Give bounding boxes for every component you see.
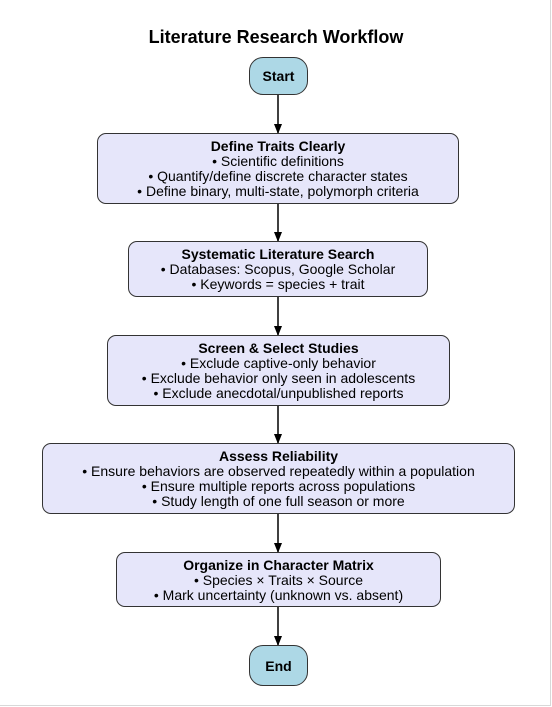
step-title: Assess Reliability (218, 448, 339, 464)
step-character-matrix: Organize in Character Matrix Species × T… (116, 552, 441, 607)
step-bullet: Study length of one full season or more (152, 494, 405, 509)
diagram-title: Literature Research Workflow (148, 27, 404, 47)
step-bullet: Species × Traits × Source (194, 572, 363, 588)
step-title: Organize in Character Matrix (183, 556, 374, 573)
step-title: Define Traits Clearly (210, 138, 346, 154)
step-bullet: Exclude anecdotal/unpublished reports (153, 386, 403, 401)
start-node-label: Start (262, 68, 295, 84)
step-bullet: Exclude behavior only seen in adolescent… (142, 371, 416, 386)
step-title: Systematic Literature Search (181, 246, 375, 262)
step-bullet: Ensure multiple reports across populatio… (142, 479, 416, 494)
step-bullet: Exclude captive-only behavior (181, 356, 376, 371)
step-literature-search: Systematic Literature Search Databases: … (128, 241, 428, 297)
step-bullet: Quantify/define discrete character state… (148, 169, 408, 184)
step-bullet: Scientific definitions (212, 154, 344, 169)
step-assess-reliability: Assess Reliability Ensure behaviors are … (42, 443, 515, 514)
step-bullet: Databases: Scopus, Google Scholar (161, 262, 396, 277)
step-bullet: Keywords = species + trait (192, 277, 364, 292)
end-node-label: End (265, 657, 292, 674)
step-title: Screen & Select Studies (198, 340, 359, 356)
step-bullet: Ensure behaviors are observed repeatedly… (82, 464, 475, 479)
end-node: End (249, 645, 308, 686)
step-bullet: Define binary, multi-state, polymorph cr… (137, 184, 419, 199)
step-bullet: Mark uncertainty (unknown vs. absent) (154, 587, 403, 603)
step-define-traits: Define Traits Clearly Scientific definit… (97, 133, 459, 204)
step-screen-select: Screen & Select Studies Exclude captive-… (107, 335, 450, 406)
start-node: Start (249, 57, 308, 95)
